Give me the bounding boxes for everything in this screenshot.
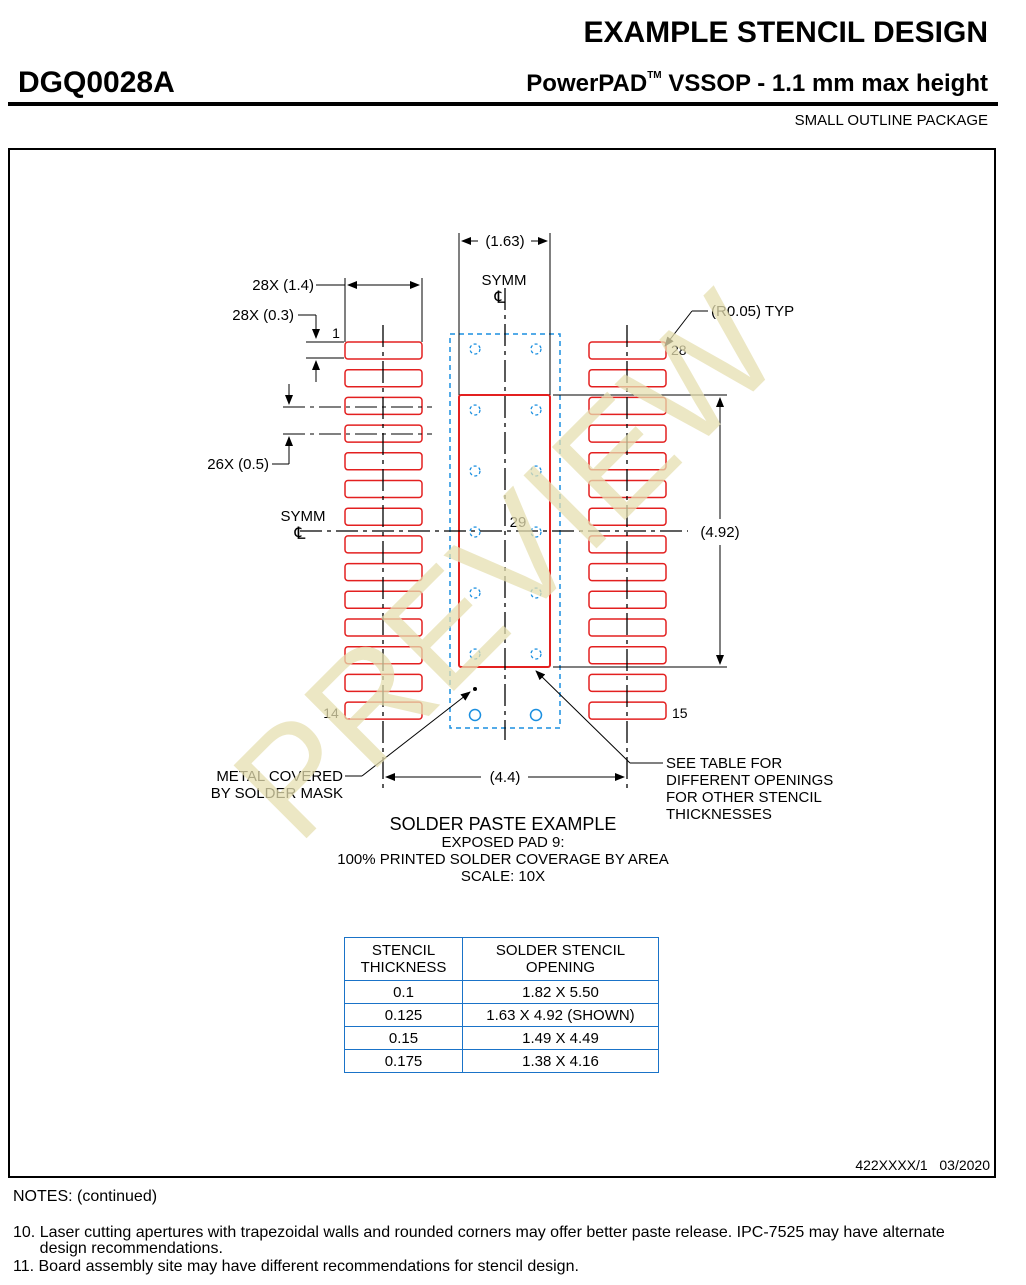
via-dashed <box>530 465 542 477</box>
via-dashed <box>530 587 542 599</box>
dim-width-top: (1.63) <box>485 233 524 250</box>
pad-number-28: 28 <box>671 342 687 358</box>
via-covered <box>529 708 543 722</box>
dim-span: (4.4) <box>490 769 521 786</box>
notes-title: NOTES: (continued) <box>13 1188 158 1205</box>
metal-covered-line1: METAL COVERED <box>216 768 343 785</box>
via-dashed <box>530 526 542 538</box>
see-table-line2: DIFFERENT OPENINGS <box>666 772 833 789</box>
table-cell: 1.63 X 4.92 (SHOWN) <box>462 1003 659 1027</box>
caption-line3: SCALE: 10X <box>461 868 545 885</box>
metal-covered-line2: BY SOLDER MASK <box>211 785 343 802</box>
centerline-symbol-left: ℄ <box>294 524 306 543</box>
caption-line1: EXPOSED PAD 9: <box>441 834 564 851</box>
drawing-frame <box>8 148 996 1178</box>
see-table-line1: SEE TABLE FOR <box>666 755 782 772</box>
header-rule <box>8 102 998 106</box>
table-cell: 0.125 <box>344 1003 463 1027</box>
via-dashed <box>530 343 542 355</box>
subtitle-powerpad: PowerPAD <box>526 70 648 97</box>
see-table-line3: FOR OTHER STENCIL <box>666 789 822 806</box>
pad-number-15: 15 <box>672 705 688 721</box>
package-code: DGQ0028A <box>18 66 175 99</box>
document-id: 422XXXX/1 03/2020 <box>855 1157 990 1173</box>
leader-dot <box>473 687 477 691</box>
table-cell: 1.38 X 4.16 <box>462 1049 659 1073</box>
trademark-mark: TM <box>647 70 662 81</box>
via-dashed <box>469 465 481 477</box>
table-cell: 1.82 X 5.50 <box>462 980 659 1004</box>
note-10-line1: 10. Laser cutting apertures with trapezo… <box>13 1224 945 1241</box>
page-title: EXAMPLE STENCIL DESIGN <box>583 16 988 49</box>
via-dashed <box>469 648 481 660</box>
via-dashed <box>469 587 481 599</box>
subtitle-rest: VSSOP - 1.1 mm max height <box>661 70 988 97</box>
via-dashed <box>469 526 481 538</box>
table-cell: 0.175 <box>344 1049 463 1073</box>
table-cell: 0.15 <box>344 1026 463 1050</box>
corner-radius-label: (R0.05) TYP <box>711 303 794 320</box>
via-covered <box>468 708 482 722</box>
caption-line2: 100% PRINTED SOLDER COVERAGE BY AREA <box>337 851 669 868</box>
note-11: 11. Board assembly site may have differe… <box>13 1258 579 1275</box>
dim-pad-height: 28X (0.3) <box>232 307 294 324</box>
via-dashed <box>469 404 481 416</box>
see-table-line4: THICKNESSES <box>666 806 772 823</box>
package-type: SMALL OUTLINE PACKAGE <box>794 112 988 129</box>
centerline-symbol-top: ℄ <box>494 288 506 307</box>
package-subtitle: PowerPADTM VSSOP - 1.1 mm max height <box>526 70 988 98</box>
via-dashed <box>530 648 542 660</box>
symm-label-left: SYMM <box>281 508 326 525</box>
dim-pitch: 26X (0.5) <box>207 456 269 473</box>
dim-pad-width: 28X (1.4) <box>252 277 314 294</box>
note-10-line2: design recommendations. <box>13 1240 223 1257</box>
dim-pad-height-total: (4.92) <box>700 524 739 541</box>
table-cell: 1.49 X 4.49 <box>462 1026 659 1050</box>
pad-number-1: 1 <box>332 325 340 341</box>
table-cell: 0.1 <box>344 980 463 1004</box>
symm-label-top: SYMM <box>482 272 527 289</box>
via-dashed <box>530 404 542 416</box>
pad-number-29: 29 <box>510 514 527 531</box>
thermal-vias <box>468 343 543 722</box>
pad-number-14: 14 <box>323 705 339 721</box>
caption-title: SOLDER PASTE EXAMPLE <box>390 814 617 834</box>
via-dashed <box>469 343 481 355</box>
